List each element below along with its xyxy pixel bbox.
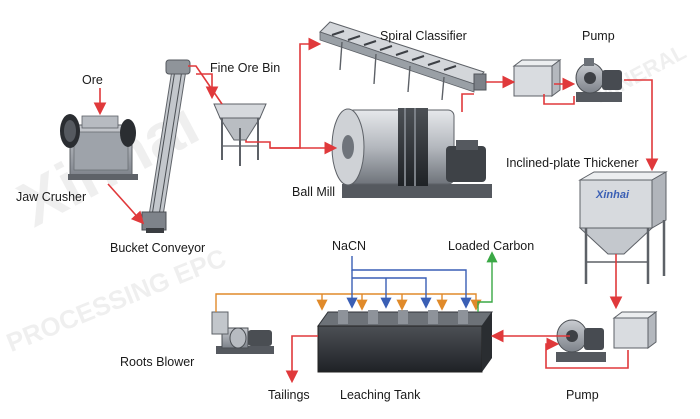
leaching-tank-icon <box>317 310 493 373</box>
label-bucket-conveyor: Bucket Conveyor <box>110 241 206 255</box>
nacn-flow-lines <box>346 256 472 309</box>
label-jaw-crusher: Jaw Crusher <box>16 190 87 204</box>
spiral-classifier-icon <box>319 21 487 101</box>
bucket-conveyor-icon <box>141 59 191 233</box>
label-inclined-plate-thickener: Inclined-plate Thickener <box>506 156 639 170</box>
label-pump-bottom: Pump <box>566 388 599 402</box>
label-nacn: NaCN <box>332 239 367 253</box>
label-roots-blower: Roots Blower <box>120 355 195 369</box>
pump-top-icon <box>575 58 622 102</box>
fine-ore-bin-icon <box>213 103 267 166</box>
inclined-plate-thickener-icon <box>578 171 668 284</box>
ore-flow-lines <box>93 37 659 384</box>
label-leaching-tank: Leaching Tank <box>340 388 421 402</box>
label-ball-mill: Ball Mill <box>292 185 336 199</box>
label-pump-top: Pump <box>582 29 615 43</box>
ball-mill-icon <box>331 108 492 198</box>
label-tailings: Tailings <box>268 388 310 402</box>
jaw-crusher-icon <box>60 114 138 180</box>
pump-bottom-icon <box>556 319 606 362</box>
roots-blower-icon <box>211 311 274 354</box>
label-loaded-carbon: Loaded Carbon <box>448 239 535 253</box>
thickener-logo: Xinhai <box>595 189 630 201</box>
label-ore: Ore <box>82 73 103 87</box>
feed-tank-icon <box>612 311 658 349</box>
carbon-flow-lines <box>477 251 498 312</box>
air-flow-lines <box>215 293 482 312</box>
label-fine-ore-bin: Fine Ore Bin <box>210 61 281 75</box>
buffer-tank-icon <box>512 59 562 97</box>
label-spiral-classifier: Spiral Classifier <box>380 29 467 43</box>
